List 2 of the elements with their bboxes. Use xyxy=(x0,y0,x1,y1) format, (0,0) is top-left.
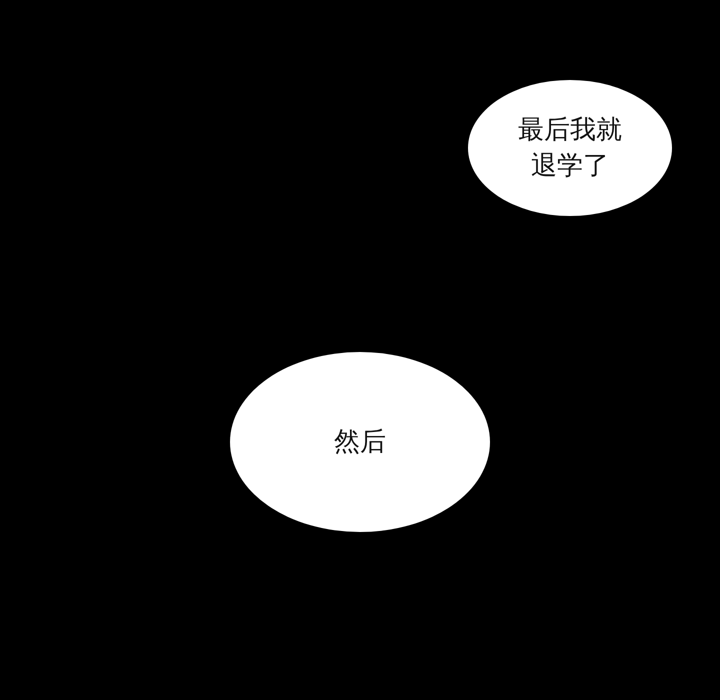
dialogue-text: 最后我就退学了 xyxy=(517,114,623,183)
dialogue-text: 然后 xyxy=(334,426,386,459)
